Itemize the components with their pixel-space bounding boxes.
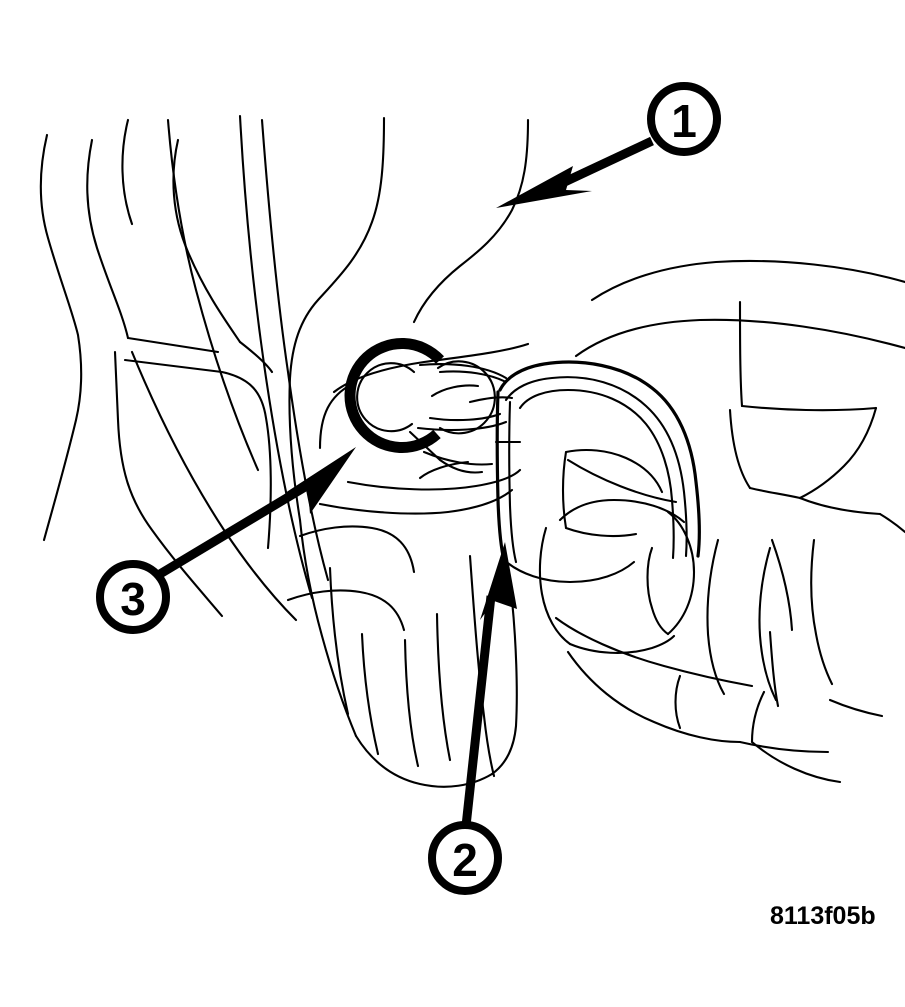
grommet-slot-left: [561, 450, 568, 530]
grommet-slot-diagonal: [566, 458, 678, 504]
bushing-pin-assembly: [344, 338, 514, 474]
finger-lower-outline: [738, 740, 830, 754]
finger-crease-d: [810, 538, 834, 686]
callout-2-group[interactable]: 2: [428, 542, 517, 895]
bracket-lower-step-b: [286, 589, 406, 632]
callout-3-group[interactable]: 3: [96, 447, 356, 634]
callout-3-circle[interactable]: [96, 560, 170, 634]
bushing-inner-arc: [356, 362, 416, 433]
pin-shaft-upper: [438, 370, 508, 384]
grommet-left-edge-2: [508, 400, 518, 564]
bracket-left-wall: [298, 518, 358, 738]
left-body-panel-group: [39, 114, 330, 622]
thumb-bottom-edge: [568, 634, 676, 654]
hand-back-upper-edge: [590, 259, 905, 302]
finger-lower-outline-2: [750, 740, 842, 784]
callout-3-number: 3: [120, 573, 146, 625]
panel-long-edge-a: [130, 350, 298, 622]
bracket-upper-left-edge: [288, 116, 386, 522]
index-finger-tip-joint: [750, 690, 766, 744]
thumbnail-inner: [646, 546, 670, 636]
hand-finger-fold-right: [798, 406, 878, 500]
hand-finger-boundary-1: [728, 408, 752, 490]
finger-crease-b: [758, 546, 778, 702]
thumb-top-edge: [558, 498, 686, 524]
panel-rib-3: [113, 350, 224, 618]
hand-crease-vertical: [738, 300, 744, 408]
pin-wedge-lower: [422, 450, 494, 466]
bracket-face-line-4: [435, 612, 452, 762]
grommet-group: [494, 360, 701, 584]
index-finger-top: [554, 616, 754, 688]
finger-far-edge: [828, 698, 884, 718]
callout-1-leader: [554, 136, 654, 191]
hand-side-edge: [798, 496, 882, 516]
callout-3-leader: [157, 480, 313, 578]
bracket-face-line-3: [403, 638, 420, 768]
callout-2-circle[interactable]: [428, 821, 502, 895]
grommet-inner-slot-top: [564, 448, 664, 494]
bracket-lower-step-a: [298, 525, 416, 574]
pin-bottom-edge: [416, 420, 508, 432]
bushing-bore-arc: [436, 360, 496, 435]
thumbnail-arc: [666, 510, 696, 636]
index-finger-bottom: [566, 650, 742, 744]
hand-group: [538, 259, 905, 784]
finger-crease-e: [768, 630, 780, 708]
bracket-face-line-1: [328, 566, 350, 716]
pin-top-edge: [418, 362, 508, 380]
panel-crease-upper: [121, 118, 134, 226]
finger-crease-c: [770, 538, 794, 632]
panel-outer-edge: [39, 133, 83, 542]
finger-crease-a: [706, 538, 726, 696]
callout-2-leader: [461, 595, 496, 827]
bracket-upper-right-edge: [412, 118, 530, 324]
panel-long-edge-b: [166, 118, 260, 472]
callout-1-circle[interactable]: [647, 82, 721, 156]
panel-inner-edge-a: [86, 138, 130, 340]
panel-rib-1: [126, 336, 220, 354]
pin-collar: [430, 384, 480, 398]
thumb-left-edge: [538, 526, 572, 646]
grommet-outer-contour: [498, 360, 701, 558]
callout-1-group[interactable]: 1: [496, 82, 721, 208]
pin-shaft-lower: [428, 412, 502, 422]
bracket-face-line-2: [360, 632, 380, 756]
grommet-outer-contour-2: [504, 376, 688, 558]
hand-finger-webbing: [748, 486, 802, 500]
bracket-seam-upper: [346, 468, 522, 491]
callout-2-number: 2: [452, 834, 478, 886]
callout-1-arrowhead: [496, 166, 592, 208]
callout-1-number: 1: [671, 95, 697, 147]
grommet-lip-bottom: [502, 558, 636, 584]
grommet-left-edge: [495, 390, 506, 562]
hand-wrist-edge: [878, 512, 905, 534]
panel-vertical-right: [238, 114, 314, 600]
hand-knuckle-edge: [574, 318, 905, 358]
bushing-outer-arc: [344, 338, 445, 453]
pin-wedge: [408, 430, 484, 474]
panel-fold-line: [172, 138, 242, 344]
grommet-slot-bottom: [564, 526, 638, 538]
panel-vertical-right-2: [260, 118, 330, 582]
index-finger-joint: [674, 674, 682, 730]
bracket-seam-diagonal: [318, 488, 514, 515]
panel-contour-mid: [238, 340, 274, 374]
bracket-bottom-right-edge: [490, 598, 518, 776]
hand-crease-horizontal: [740, 404, 878, 412]
callout-3-arrowhead: [285, 447, 356, 514]
callout-2-arrowhead: [480, 542, 517, 620]
figure-id-caption: 8113f05b: [770, 902, 876, 930]
